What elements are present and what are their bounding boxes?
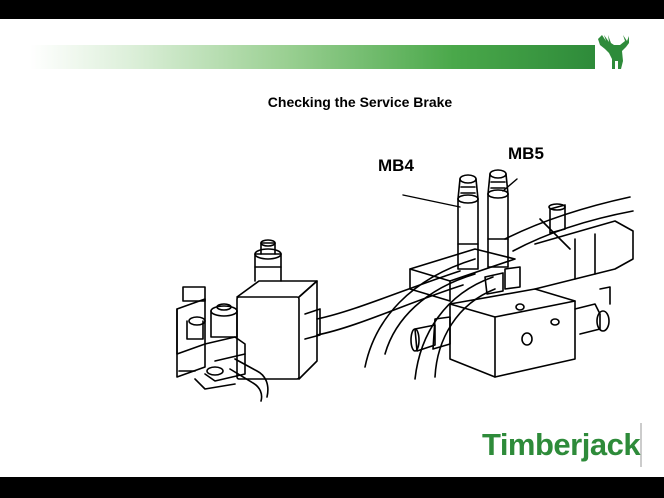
slide: Checking the Service Brake — [0, 19, 664, 477]
slide-title: Checking the Service Brake — [267, 94, 453, 110]
main-manifold — [409, 203, 634, 378]
label-mb4: MB4 — [378, 156, 414, 175]
header-gradient-bar — [30, 45, 595, 69]
timberjack-logo: Timberjack — [482, 423, 642, 467]
left-valve-cluster — [176, 286, 269, 402]
brand-wordmark: Timberjack — [481, 427, 641, 462]
test-points — [457, 169, 509, 270]
pressure-switch — [236, 239, 318, 380]
brake-valve-diagram — [176, 169, 634, 402]
hoses — [304, 196, 634, 380]
deer-logo-icon — [598, 35, 629, 69]
label-mb5: MB5 — [508, 144, 544, 163]
